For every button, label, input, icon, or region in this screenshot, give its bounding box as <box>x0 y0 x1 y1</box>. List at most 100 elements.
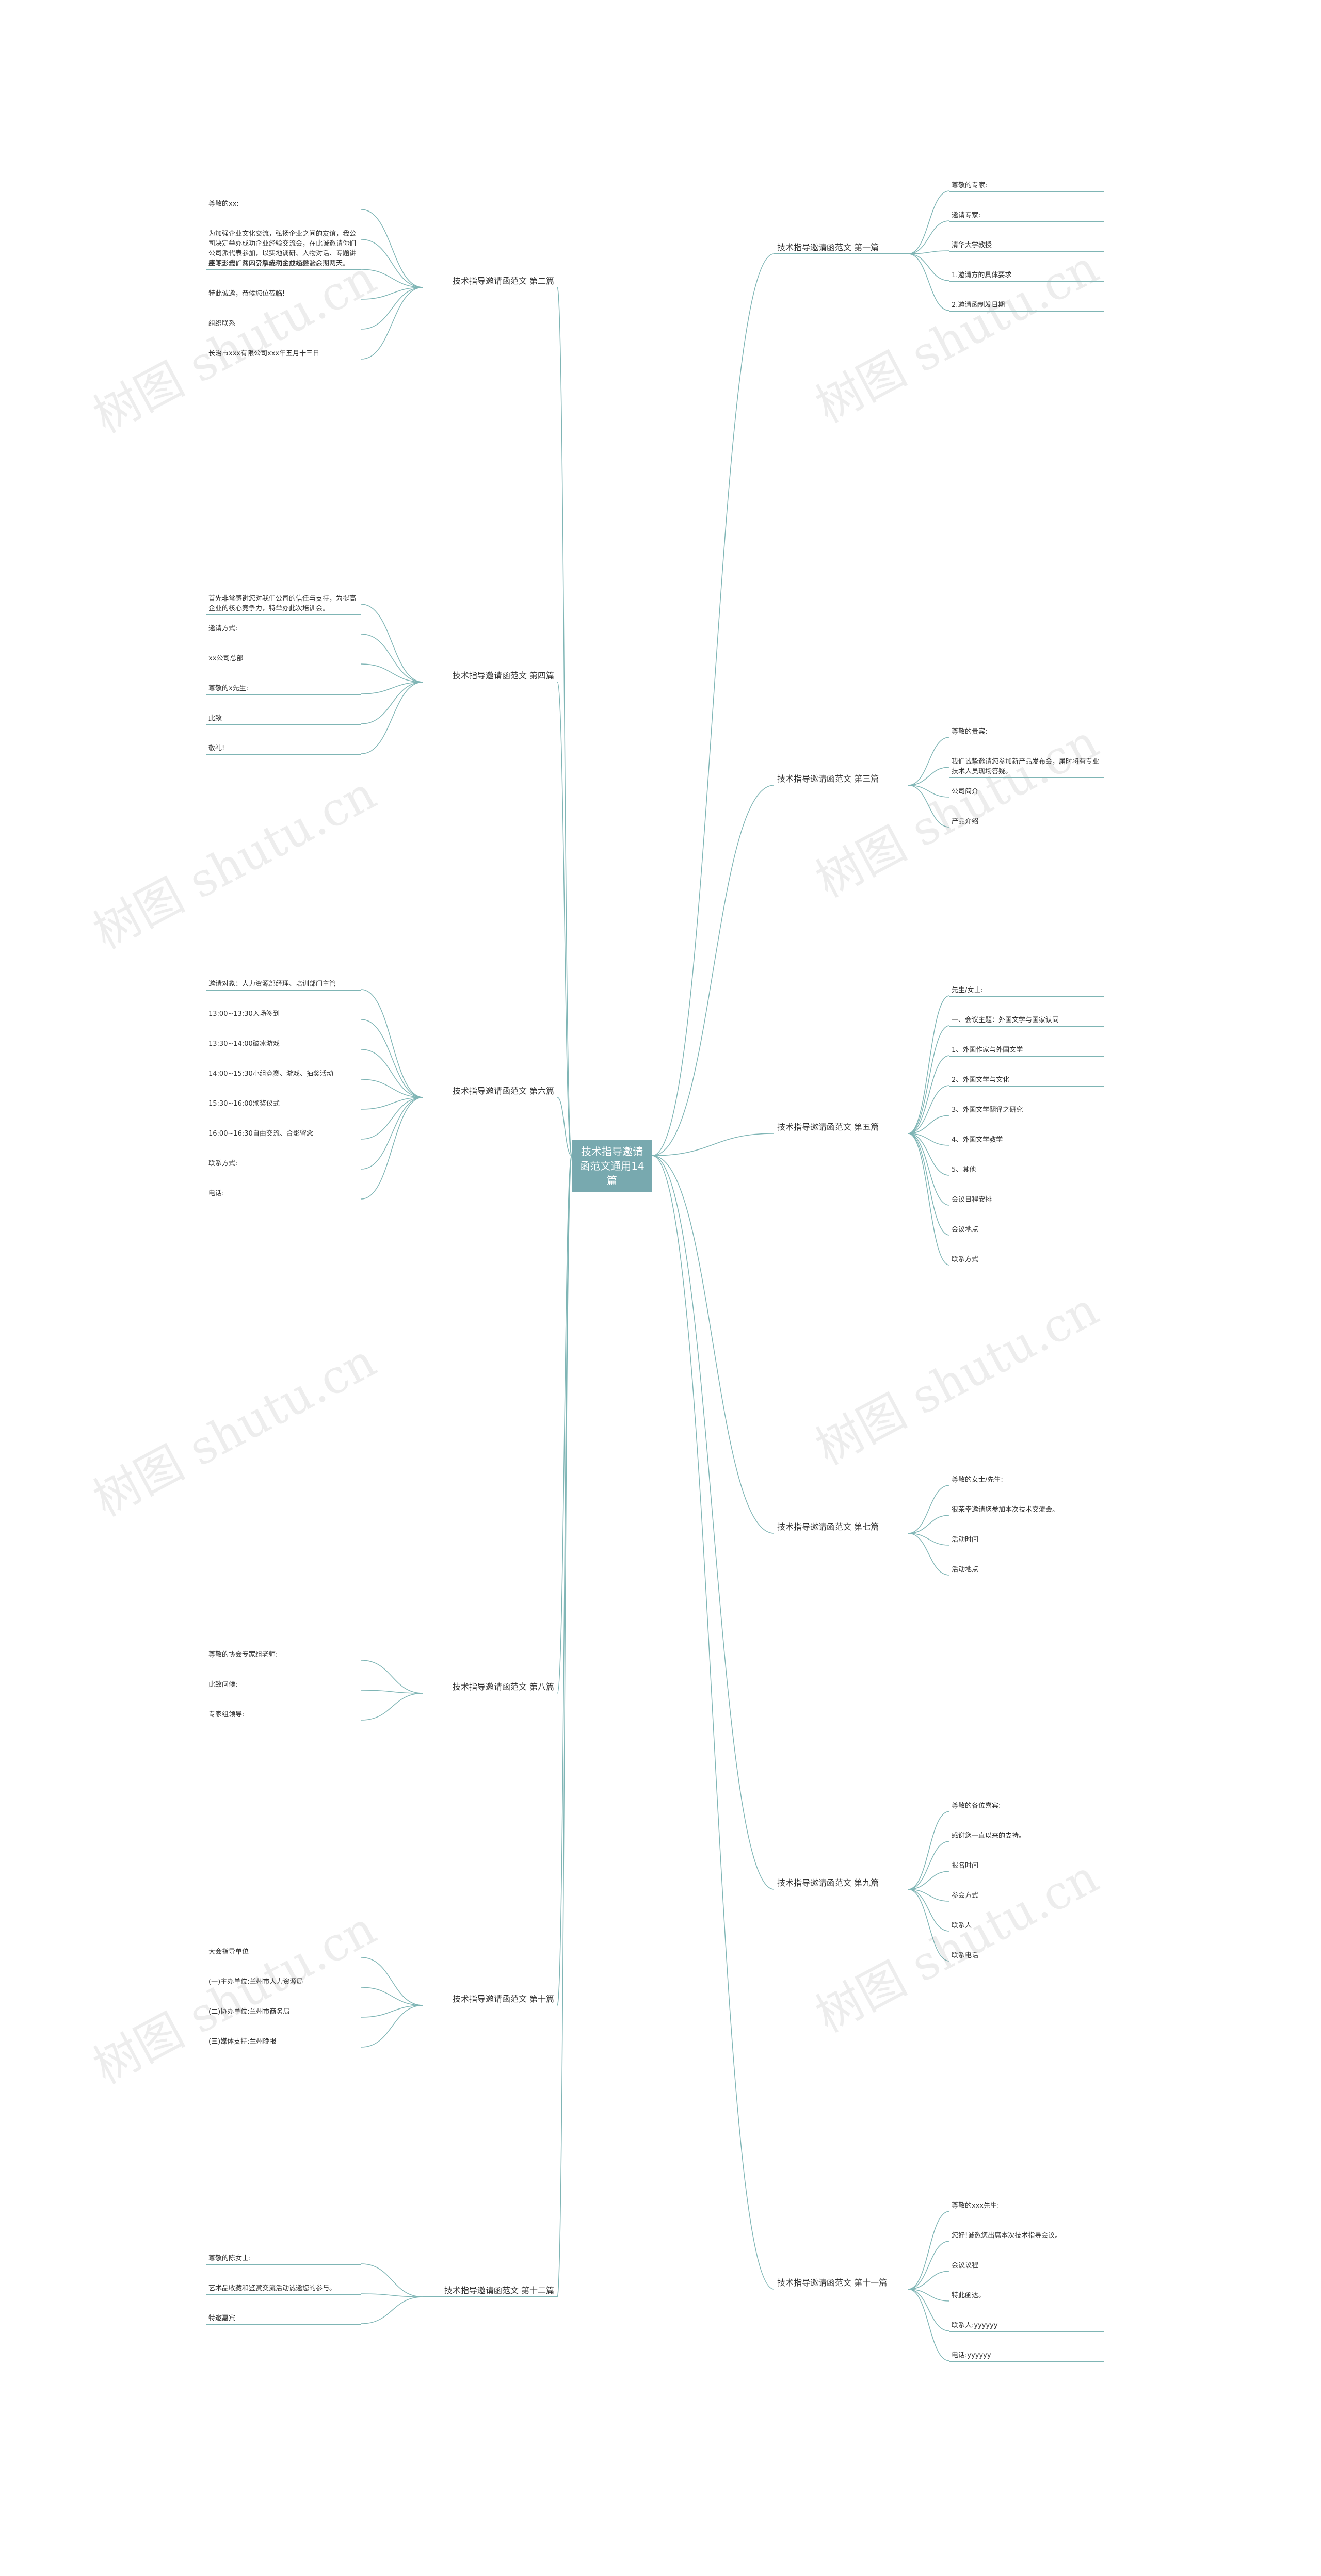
connector <box>908 1055 950 1134</box>
connector <box>557 682 572 1156</box>
connector <box>908 1811 950 1890</box>
branch-topic[interactable]: 技术指导邀请函范文 第十二篇 <box>423 2285 557 2297</box>
leaf-topic[interactable]: 产品介绍 <box>949 816 1104 828</box>
connector <box>908 2211 950 2290</box>
leaf-topic[interactable]: 公司简介 <box>949 786 1104 798</box>
leaf-topic[interactable]: 活动时间 <box>949 1534 1104 1546</box>
branch-topic[interactable]: 技术指导邀请函范文 第五篇 <box>774 1121 908 1133</box>
leaf-topic[interactable]: 报名时间 <box>949 1860 1104 1872</box>
leaf-topic[interactable]: 敬礼! <box>206 742 361 755</box>
leaf-topic[interactable]: (三)媒体支持:兰州晚报 <box>206 2036 361 2048</box>
leaf-topic[interactable]: 先生/女士: <box>949 984 1104 997</box>
leaf-topic[interactable]: 您好!诚邀您出席本次技术指导会议。 <box>949 2230 1104 2242</box>
leaf-topic[interactable]: xx公司总部 <box>206 653 361 665</box>
leaf-topic[interactable]: 邀请方式: <box>206 623 361 635</box>
leaf-topic[interactable]: 来吧，我们共同分享我们的成功经验。 <box>206 258 361 270</box>
leaf-topic[interactable]: 电话:yyyyyy <box>949 2350 1104 2362</box>
leaf-topic[interactable]: 会议日程安排 <box>949 1194 1104 1206</box>
connector <box>361 604 424 683</box>
connector <box>908 1133 950 1176</box>
connector <box>652 1133 775 1156</box>
branch-topic[interactable]: 技术指导邀请函范文 第八篇 <box>423 1681 557 1693</box>
leaf-topic[interactable]: 尊敬的各位嘉宾: <box>949 1800 1104 1812</box>
leaf-topic[interactable]: 清华大学教授 <box>949 239 1104 252</box>
leaf-topic[interactable]: 参会方式 <box>949 1890 1104 1902</box>
leaf-topic[interactable]: 此致问候: <box>206 1679 361 1691</box>
leaf-topic[interactable]: 15:30~16:00颁奖仪式 <box>206 1098 361 1110</box>
leaf-topic[interactable]: (一)主办单位:兰州市人力资源局 <box>206 1976 361 1988</box>
leaf-topic[interactable]: 为加强企业文化交流，弘扬企业之间的友谊，我公司决定举办成功企业经验交流会，在此诚… <box>206 228 361 270</box>
leaf-topic[interactable]: 特此函达。 <box>949 2290 1104 2302</box>
branch-topic[interactable]: 技术指导邀请函范文 第四篇 <box>423 670 557 682</box>
connector <box>908 253 950 311</box>
branch-topic[interactable]: 技术指导邀请函范文 第十篇 <box>423 1993 557 2005</box>
leaf-topic[interactable]: 3、外国文学翻译之研究 <box>949 1104 1104 1116</box>
connector <box>908 1133 950 1236</box>
leaf-topic[interactable]: 13:00~13:30入场签到 <box>206 1008 361 1020</box>
leaf-topic[interactable]: 4、外国文学教学 <box>949 1134 1104 1146</box>
leaf-topic[interactable]: 特此诚邀，恭候您位莅临! <box>206 288 361 300</box>
leaf-topic[interactable]: 长治市xxx有限公司xxx年五月十三日 <box>206 348 361 360</box>
leaf-topic[interactable]: 电话: <box>206 1188 361 1200</box>
leaf-topic[interactable]: 会议议程 <box>949 2260 1104 2272</box>
leaf-topic[interactable]: 活动地点 <box>949 1564 1104 1576</box>
connector <box>557 1155 572 2297</box>
leaf-topic[interactable]: 邀请专家: <box>949 209 1104 222</box>
leaf-topic[interactable]: 尊敬的贵宾: <box>949 726 1104 738</box>
leaf-topic[interactable]: (二)协办单位:兰州市商务局 <box>206 2006 361 2018</box>
leaf-topic[interactable]: 1、外国作家与外国文学 <box>949 1044 1104 1057</box>
leaf-topic[interactable]: 2.邀请函制发日期 <box>949 299 1104 312</box>
root-topic[interactable]: 技术指导邀请函范文通用14篇 <box>572 1140 652 1192</box>
leaf-topic[interactable]: 感谢您一直以来的支持。 <box>949 1830 1104 1842</box>
connector <box>361 1097 424 1140</box>
leaf-topic[interactable]: 此致 <box>206 712 361 725</box>
branch-topic[interactable]: 技术指导邀请函范文 第一篇 <box>774 241 908 254</box>
leaf-topic[interactable]: 首先非常感谢您对我们公司的信任与支持，为提高企业的核心竞争力，特举办此次培训会。 <box>206 593 361 615</box>
leaf-topic[interactable]: 特邀嘉宾 <box>206 2312 361 2325</box>
leaf-topic[interactable]: 1.邀请方的具体要求 <box>949 269 1104 282</box>
branch-topic[interactable]: 技术指导邀请函范文 第六篇 <box>423 1085 557 1097</box>
leaf-topic[interactable]: 联系电话 <box>949 1950 1104 1962</box>
leaf-topic[interactable]: 尊敬的x先生: <box>206 683 361 695</box>
branch-topic[interactable]: 技术指导邀请函范文 第三篇 <box>774 773 908 785</box>
connector <box>361 269 424 288</box>
connector <box>361 287 424 360</box>
connector <box>361 634 424 683</box>
leaf-topic[interactable]: 5、其他 <box>949 1164 1104 1176</box>
leaf-topic[interactable]: 艺术品收藏和鉴赏交流活动诚邀您的参与。 <box>206 2282 361 2295</box>
leaf-topic[interactable]: 2、外国文学与文化 <box>949 1074 1104 1087</box>
leaf-topic[interactable]: 邀请对象：人力资源部经理、培训部门主管 <box>206 978 361 991</box>
leaf-topic[interactable]: 大会指导单位 <box>206 1946 361 1958</box>
leaf-topic[interactable]: 联系方式 <box>949 1254 1104 1266</box>
connector <box>908 1515 950 1534</box>
branch-topic[interactable]: 技术指导邀请函范文 第九篇 <box>774 1877 908 1889</box>
branch-topic[interactable]: 技术指导邀请函范文 第七篇 <box>774 1521 908 1533</box>
connector <box>361 1987 424 2006</box>
connector <box>908 2289 950 2331</box>
leaf-topic[interactable]: 尊敬的女士/先生: <box>949 1474 1104 1486</box>
branch-topic[interactable]: 技术指导邀请函范文 第十一篇 <box>774 2277 908 2289</box>
leaf-topic[interactable]: 16:00~16:30自由交流、合影留念 <box>206 1128 361 1140</box>
leaf-topic[interactable]: 联系方式: <box>206 1158 361 1170</box>
leaf-topic[interactable]: 尊敬的陈女士: <box>206 2253 361 2265</box>
leaf-topic[interactable]: 我们诚挚邀请您参加新产品发布会，届时将有专业技术人员现场答疑。 <box>949 756 1104 778</box>
leaf-topic[interactable]: 尊敬的xx: <box>206 198 361 210</box>
leaf-topic[interactable]: 13:30~14:00破冰游戏 <box>206 1038 361 1050</box>
leaf-topic[interactable]: 联系人:yyyyyy <box>949 2320 1104 2332</box>
leaf-topic[interactable]: 会议地点 <box>949 1224 1104 1236</box>
leaf-topic[interactable]: 尊敬的xxx先生: <box>949 2200 1104 2212</box>
leaf-topic[interactable]: 很荣幸邀请您参加本次技术交流会。 <box>949 1504 1104 1516</box>
leaf-topic[interactable]: 尊敬的专家: <box>949 180 1104 192</box>
leaf-topic[interactable]: 14:00~15:30小组竞赛、游戏、抽奖活动 <box>206 1068 361 1080</box>
leaf-topic[interactable]: 一、会议主题：外国文学与国家认同 <box>949 1014 1104 1027</box>
branch-topic[interactable]: 技术指导邀请函范文 第二篇 <box>423 275 557 287</box>
connector <box>557 1155 572 2006</box>
connector <box>361 989 424 1098</box>
leaf-topic[interactable]: 联系人 <box>949 1920 1104 1932</box>
leaf-topic[interactable]: 组织联系 <box>206 318 361 330</box>
leaf-topic[interactable]: 尊敬的协会专家组老师: <box>206 1649 361 1661</box>
connector <box>361 2005 424 2048</box>
leaf-topic[interactable]: 专家组领导: <box>206 1709 361 1721</box>
connector <box>908 1889 950 1932</box>
connector <box>361 663 424 683</box>
